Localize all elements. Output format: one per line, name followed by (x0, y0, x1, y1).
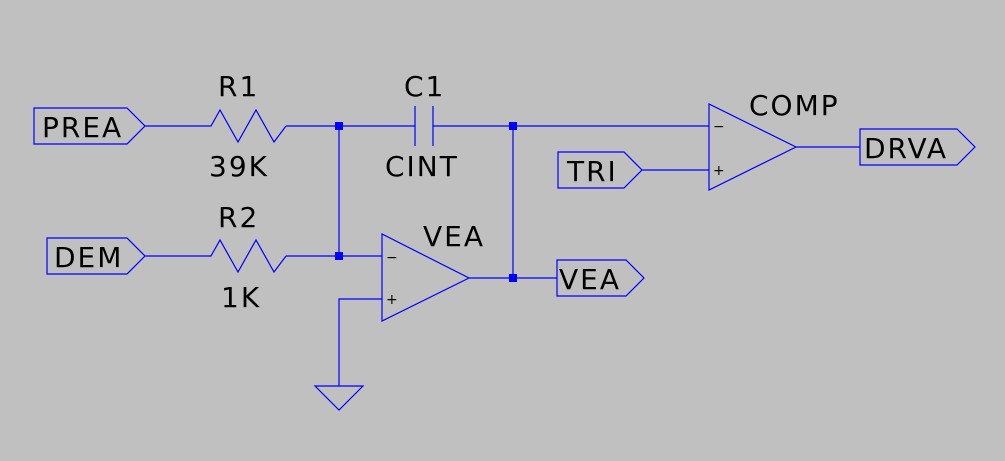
comp-plus-pin: + (713, 163, 725, 179)
port-flag-icon (33, 107, 146, 145)
wire-vea-plus-ground (338, 298, 382, 386)
port-prea[interactable]: PREA (33, 107, 146, 145)
resistor-icon (196, 238, 287, 274)
port-dem[interactable]: DEM (46, 237, 146, 275)
junction-dot (509, 122, 517, 130)
vea-name: VEA (423, 220, 485, 253)
junction-dot (509, 274, 517, 282)
c1-name: C1 (404, 70, 445, 103)
vea-plus-pin: + (386, 292, 398, 308)
port-flag-icon (557, 151, 643, 189)
r2-name: R2 (218, 201, 259, 234)
capacitor-icon (414, 106, 434, 146)
port-drva-label: DRVA (864, 132, 948, 165)
port-flag-icon (556, 259, 645, 297)
port-dem-label: DEM (54, 241, 123, 274)
port-vea-out[interactable]: VEA (556, 259, 645, 297)
r1-value: 39K (209, 150, 269, 183)
junction-dot (335, 252, 343, 260)
port-flag-icon (46, 237, 146, 275)
opamp-icon (708, 103, 798, 191)
opamp-comp[interactable]: − + COMP (708, 89, 840, 191)
comp-minus-pin: − (713, 119, 725, 135)
port-flag-icon (859, 128, 976, 166)
port-tri[interactable]: TRI (557, 151, 643, 189)
resistor-icon (196, 108, 287, 144)
resistor-r2[interactable]: R2 1K (196, 201, 287, 314)
r2-value: 1K (221, 281, 261, 314)
resistor-r1[interactable]: R1 39K (196, 70, 287, 183)
junctions (335, 122, 517, 282)
ground-icon (313, 385, 365, 411)
port-tri-label: TRI (566, 155, 618, 188)
c1-value: CINT (385, 150, 459, 183)
vea-minus-pin: − (386, 250, 398, 266)
ground[interactable] (313, 385, 365, 411)
port-prea-label: PREA (42, 111, 123, 144)
opamp-vea[interactable]: − + VEA (381, 220, 485, 322)
port-vea-out-label: VEA (559, 263, 621, 296)
r1-name: R1 (218, 70, 259, 103)
opamp-icon (381, 233, 471, 322)
comp-name: COMP (749, 89, 840, 122)
port-drva[interactable]: DRVA (859, 128, 976, 166)
capacitor-c1[interactable]: C1 CINT (385, 70, 459, 183)
junction-dot (335, 122, 343, 130)
